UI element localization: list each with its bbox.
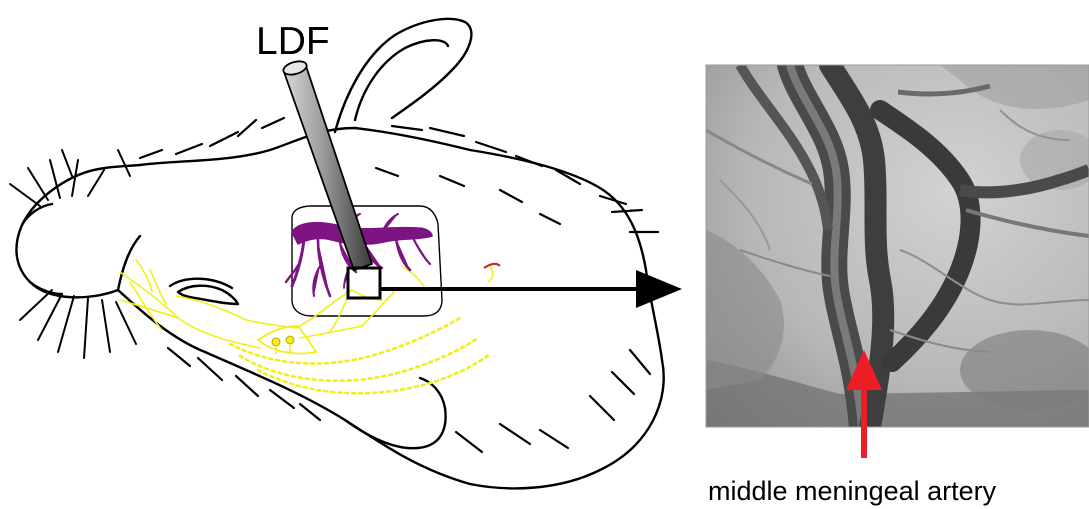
rat-eye (178, 286, 238, 304)
whiskers (10, 150, 136, 358)
rat-head-drawing (16, 19, 663, 488)
small-red-vessel (484, 264, 500, 282)
artery-label: middle meningeal artery (708, 476, 997, 506)
measurement-region-box (348, 268, 380, 298)
rat-cheek (118, 236, 140, 290)
magnification-arrow (380, 270, 682, 308)
rat-ear-top-inner (355, 40, 448, 120)
fur-strokes (140, 118, 658, 452)
probe-label: LDF (256, 20, 330, 63)
trigeminal-nerves (120, 260, 490, 393)
microscope-image (706, 65, 1089, 427)
rat-ear-bottom (345, 378, 446, 448)
